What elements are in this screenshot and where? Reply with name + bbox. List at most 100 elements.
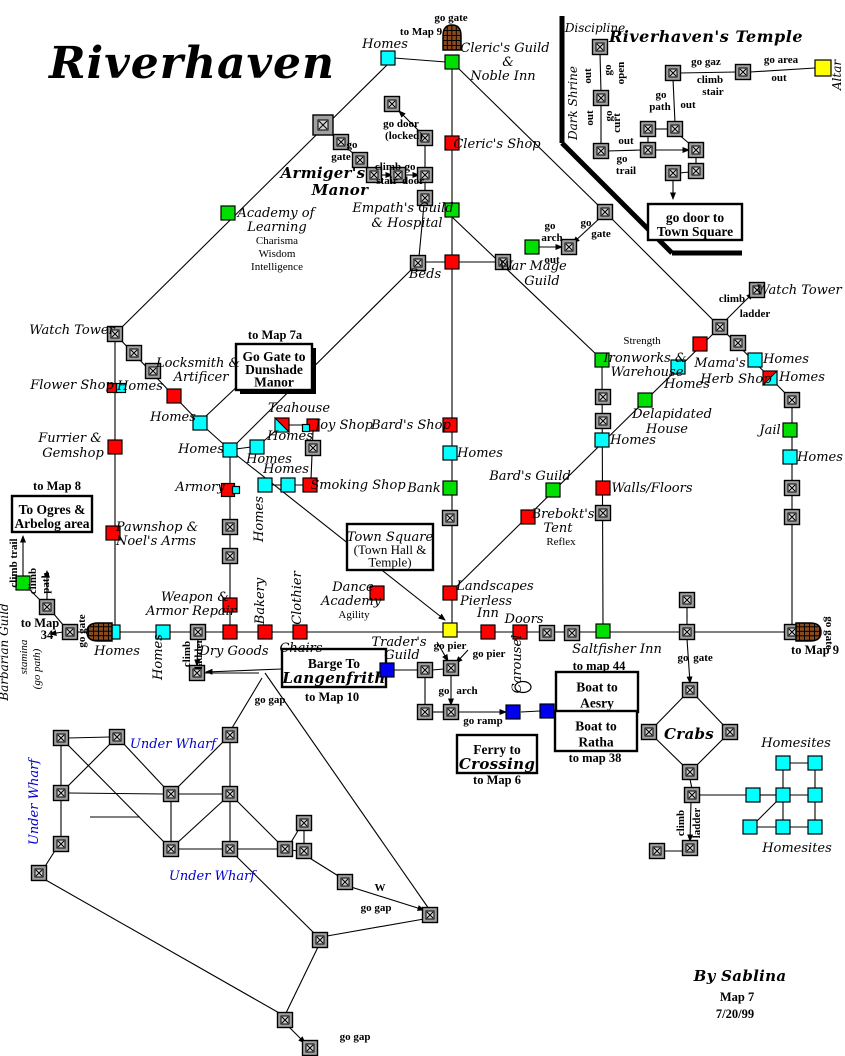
label-out: out bbox=[544, 254, 560, 266]
label-homes: Homes bbox=[245, 452, 292, 467]
room-node bbox=[108, 728, 126, 746]
label-tent: Tent bbox=[544, 521, 574, 536]
label-homes: Homes bbox=[116, 379, 163, 394]
room-node-x bbox=[341, 878, 349, 886]
label-go-gap: go gap bbox=[361, 902, 392, 914]
label-climb: climb bbox=[181, 641, 193, 667]
room-node bbox=[52, 835, 70, 853]
gate-to-map-9-north-icon bbox=[442, 24, 462, 51]
label-climb: climb bbox=[675, 810, 687, 836]
homes-node bbox=[594, 432, 610, 448]
label-barbarian-guild: Barbarian Guild bbox=[0, 603, 11, 702]
homesite-node bbox=[775, 787, 791, 803]
room-node-x bbox=[601, 208, 609, 216]
label-agility: Agility bbox=[338, 609, 370, 621]
room-node-x bbox=[57, 734, 65, 742]
label-warehouse: Warehouse bbox=[611, 365, 684, 380]
map-edge bbox=[455, 65, 602, 209]
label-learning: Learning bbox=[246, 220, 307, 235]
label-saltfisher-inn: Saltfisher Inn bbox=[572, 642, 662, 657]
label-weapon: Weapon & bbox=[161, 590, 229, 605]
map-edge bbox=[235, 446, 252, 450]
label-flower-shop: Flower Shop bbox=[29, 378, 114, 393]
label-path: path bbox=[649, 101, 670, 113]
room-node-x bbox=[686, 768, 694, 776]
label-to-map-9: to Map 9 bbox=[400, 26, 443, 38]
room-node-x bbox=[356, 156, 364, 164]
homes-node bbox=[670, 359, 686, 375]
room-node-x bbox=[394, 171, 402, 179]
label-go-gate-to: Go Gate to bbox=[243, 349, 306, 364]
label-go: go bbox=[405, 161, 417, 173]
room-node bbox=[295, 842, 313, 860]
label-ratha: Ratha bbox=[578, 735, 614, 750]
bank-node bbox=[442, 480, 458, 496]
room-node-x bbox=[597, 147, 605, 155]
label-dunshade: Dunshade bbox=[245, 362, 303, 377]
room-node bbox=[442, 703, 460, 721]
label-homes: Homes bbox=[609, 433, 656, 448]
map-edge bbox=[326, 918, 425, 937]
label-clothier: Clothier bbox=[290, 570, 305, 624]
room-node-x bbox=[686, 686, 694, 694]
map-edge bbox=[756, 800, 778, 822]
room-node bbox=[538, 624, 556, 642]
label-locksmith: Locksmith & bbox=[155, 356, 240, 371]
label-ladder: ladder bbox=[740, 308, 771, 320]
label-to-map: to Map bbox=[21, 616, 60, 630]
label-homes: Homes bbox=[262, 462, 309, 477]
room-node-x bbox=[421, 666, 429, 674]
room-node-x bbox=[66, 628, 74, 636]
label-reflex: Reflex bbox=[546, 536, 576, 548]
room-node-x bbox=[683, 596, 691, 604]
label-go-ramp: go ramp bbox=[463, 715, 502, 727]
label-to-map-10: to Map 10 bbox=[305, 690, 359, 704]
label-carousel: Carousel bbox=[510, 635, 525, 694]
map-edge bbox=[65, 741, 113, 789]
room-node bbox=[594, 388, 612, 406]
map-edge bbox=[749, 67, 816, 73]
label-go: go bbox=[439, 685, 451, 697]
room-node bbox=[748, 281, 766, 299]
room-node bbox=[409, 254, 427, 272]
room-node bbox=[639, 120, 657, 138]
label-34: 34 bbox=[41, 628, 54, 642]
room-node-x bbox=[226, 731, 234, 739]
teahouse-tri bbox=[274, 416, 291, 433]
room-node-x bbox=[226, 845, 234, 853]
room-node-x bbox=[226, 523, 234, 531]
label-homes: Homes bbox=[778, 370, 825, 385]
room-node bbox=[416, 166, 434, 184]
label-crabs: Crabs bbox=[664, 725, 714, 743]
room-node bbox=[52, 729, 70, 747]
room-node bbox=[221, 726, 239, 744]
room-node-x bbox=[421, 134, 429, 142]
room-node bbox=[276, 840, 294, 858]
label-riverhaven: Riverhaven bbox=[47, 38, 335, 89]
label-go: go bbox=[678, 652, 690, 664]
label-homes: Homes bbox=[252, 496, 267, 543]
room-node-x bbox=[683, 628, 691, 636]
label-bank: Bank bbox=[406, 481, 441, 496]
label-gate: gate bbox=[591, 228, 611, 240]
label-by-sablina: By Sablina bbox=[693, 967, 787, 985]
room-node bbox=[734, 63, 752, 81]
room-node-x bbox=[421, 171, 429, 179]
barge-node bbox=[379, 662, 395, 678]
room-node bbox=[681, 681, 699, 699]
label-joy-shop: Joy Shop bbox=[312, 418, 374, 433]
room-node-x bbox=[43, 603, 51, 611]
ironworks-warehouse-node bbox=[594, 352, 610, 368]
room-node bbox=[681, 763, 699, 781]
map-edge bbox=[716, 292, 754, 330]
ferry-crossing-box-border bbox=[455, 733, 539, 775]
homes-node bbox=[280, 477, 296, 493]
label-go: go bbox=[602, 64, 614, 76]
room-node bbox=[592, 89, 610, 107]
smoking-shop-node bbox=[302, 477, 318, 493]
label-go: go bbox=[545, 220, 557, 232]
label-door: door bbox=[402, 175, 424, 187]
